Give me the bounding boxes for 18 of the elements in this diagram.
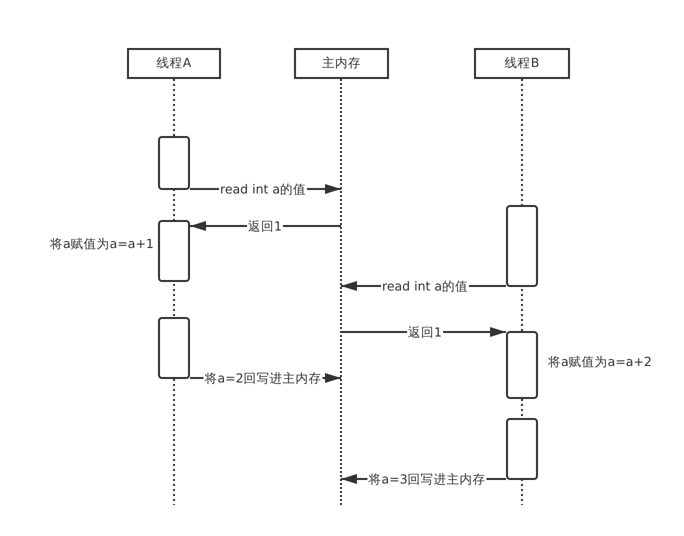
edge-label: 返回1 (247, 218, 283, 234)
activation-box (506, 418, 538, 480)
edge-label: read int a的值 (380, 278, 470, 294)
edge-label: 将a=3回写进主内存 (367, 472, 487, 486)
activation-box (506, 205, 538, 287)
participant-box: 主内存 (294, 48, 389, 79)
annotation-text: 将a赋值为a=a+2 (548, 354, 652, 369)
annotation-text: 将a赋值为a=a+1 (50, 236, 154, 251)
lifeline (340, 79, 342, 505)
activation-box (158, 317, 190, 379)
activation-box (158, 220, 190, 282)
edge-label: 返回1 (407, 324, 443, 340)
activation-box (158, 136, 190, 190)
activation-box (506, 331, 538, 399)
participant-box: 线程A (127, 48, 221, 79)
edge-label: 将a=2回写进主内存 (203, 370, 323, 386)
participant-box: 线程B (474, 48, 570, 79)
edge-label: read int a的值 (218, 182, 308, 196)
